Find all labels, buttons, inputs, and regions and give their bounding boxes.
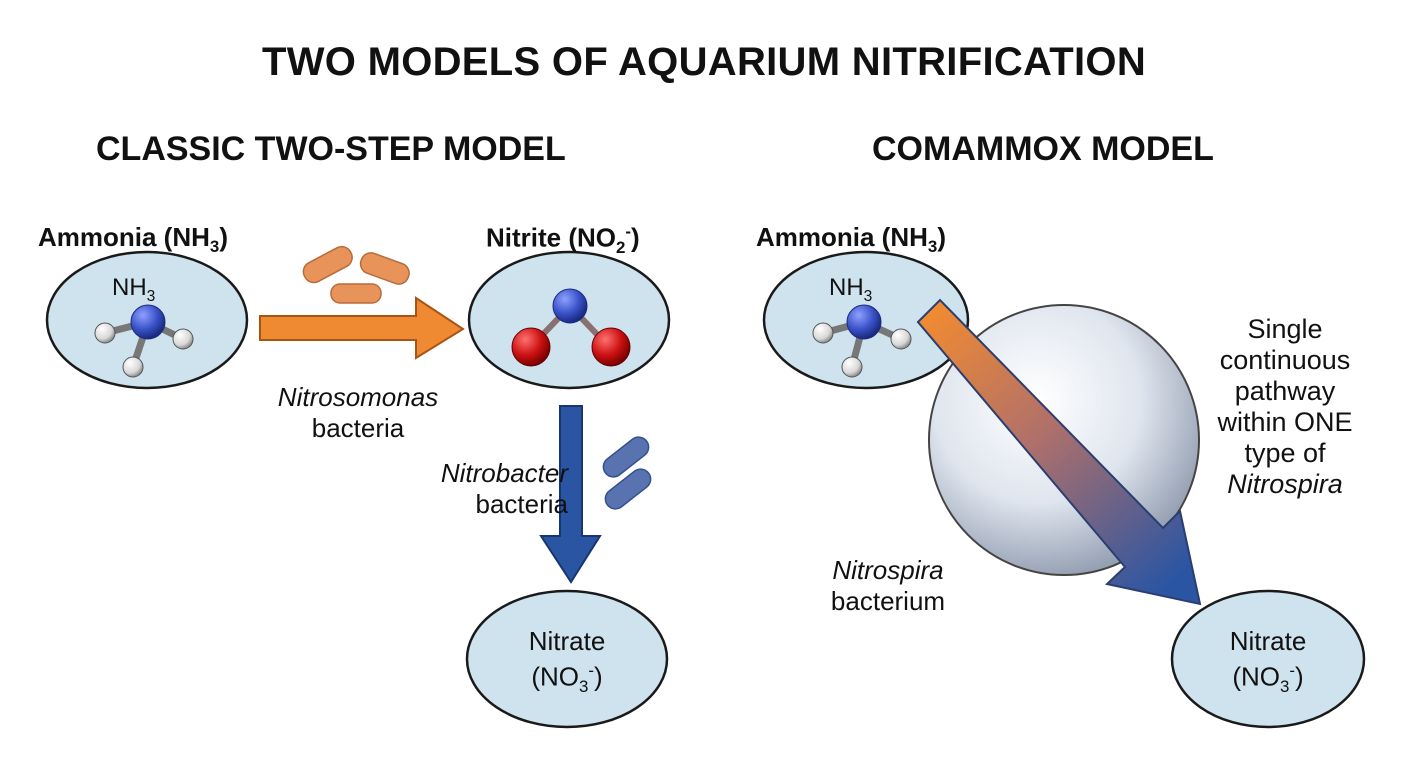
nitrate-name-classic: Nitrate [528, 626, 606, 656]
ammonia-label-comammox: Ammonia (NH3) [756, 222, 946, 257]
ammonia-molecule-comammox [812, 304, 912, 378]
nitrite-label: Nitrite (NO2-) [486, 222, 640, 257]
step2-bacteria-word: bacteria [475, 489, 569, 519]
ammonia-molecule-classic [94, 304, 194, 378]
hydrogen-atom [172, 328, 194, 350]
nitrobacter-bacteria-icon [602, 436, 652, 510]
pathway-note-line: pathway [1234, 376, 1336, 406]
oxygen-atom [591, 327, 631, 367]
nitrobacter-name: Nitrobacter [440, 458, 568, 488]
ammonia-label-classic: Ammonia (NH3) [38, 222, 228, 257]
pathway-note-line: type of [1244, 438, 1326, 468]
hydrogen-atom [122, 356, 144, 378]
classic-model-heading: CLASSIC TWO-STEP MODEL [96, 130, 566, 168]
nitrate-text-classic: Nitrate (NO3-) [467, 626, 667, 702]
pathway-note: Single continuous pathway within ONE typ… [1190, 314, 1380, 500]
ammonia-formula-classic: NH3 [112, 274, 156, 305]
comammox-model-heading: COMAMMOX MODEL [872, 130, 1214, 168]
step1-arrow [259, 296, 465, 360]
pathway-note-line: Single [1247, 314, 1323, 344]
pathway-note-line: within ONE [1217, 407, 1353, 437]
hydrogen-atom [94, 322, 116, 344]
nitrate-name-comammox: Nitrate [1229, 626, 1307, 656]
nitrogen-atom [846, 304, 882, 340]
comammox-pathway-arrow [916, 298, 1202, 606]
oxygen-atom [511, 327, 551, 367]
nitrosomonas-bacteria-icon [302, 245, 410, 304]
nitrogen-atom [130, 304, 166, 340]
hydrogen-atom [812, 322, 834, 344]
pathway-note-line: continuous [1219, 345, 1351, 375]
hydrogen-atom [841, 356, 863, 378]
nitrate-formula-classic: (NO3-) [531, 661, 603, 696]
ammonia-formula-comammox: NH3 [829, 274, 873, 305]
nitrate-text-comammox: Nitrate (NO3-) [1172, 626, 1364, 702]
bacterium-word: bacterium [830, 586, 946, 616]
hydrogen-atom [890, 328, 912, 350]
nitrosomonas-name: Nitrosomonas [277, 382, 439, 412]
nitrospira-name: Nitrospira [832, 555, 944, 585]
nitrate-formula-comammox: (NO3-) [1232, 661, 1304, 696]
step2-caption: Nitrobacter bacteria [392, 458, 568, 520]
nitrospira-caption: Nitrospira bacterium [798, 555, 978, 617]
nitrogen-atom [552, 288, 588, 324]
step1-bacteria-word: bacteria [311, 413, 405, 443]
page-title: TWO MODELS OF AQUARIUM NITRIFICATION [261, 40, 1147, 84]
step2-arrow [539, 405, 602, 584]
nitrate-ellipse-comammox [1170, 589, 1366, 729]
nitrate-ellipse-classic [465, 589, 669, 729]
nitrite-molecule [511, 288, 631, 367]
step1-caption: Nitrosomonas bacteria [252, 382, 464, 444]
pathway-note-genus: Nitrospira [1227, 469, 1343, 499]
